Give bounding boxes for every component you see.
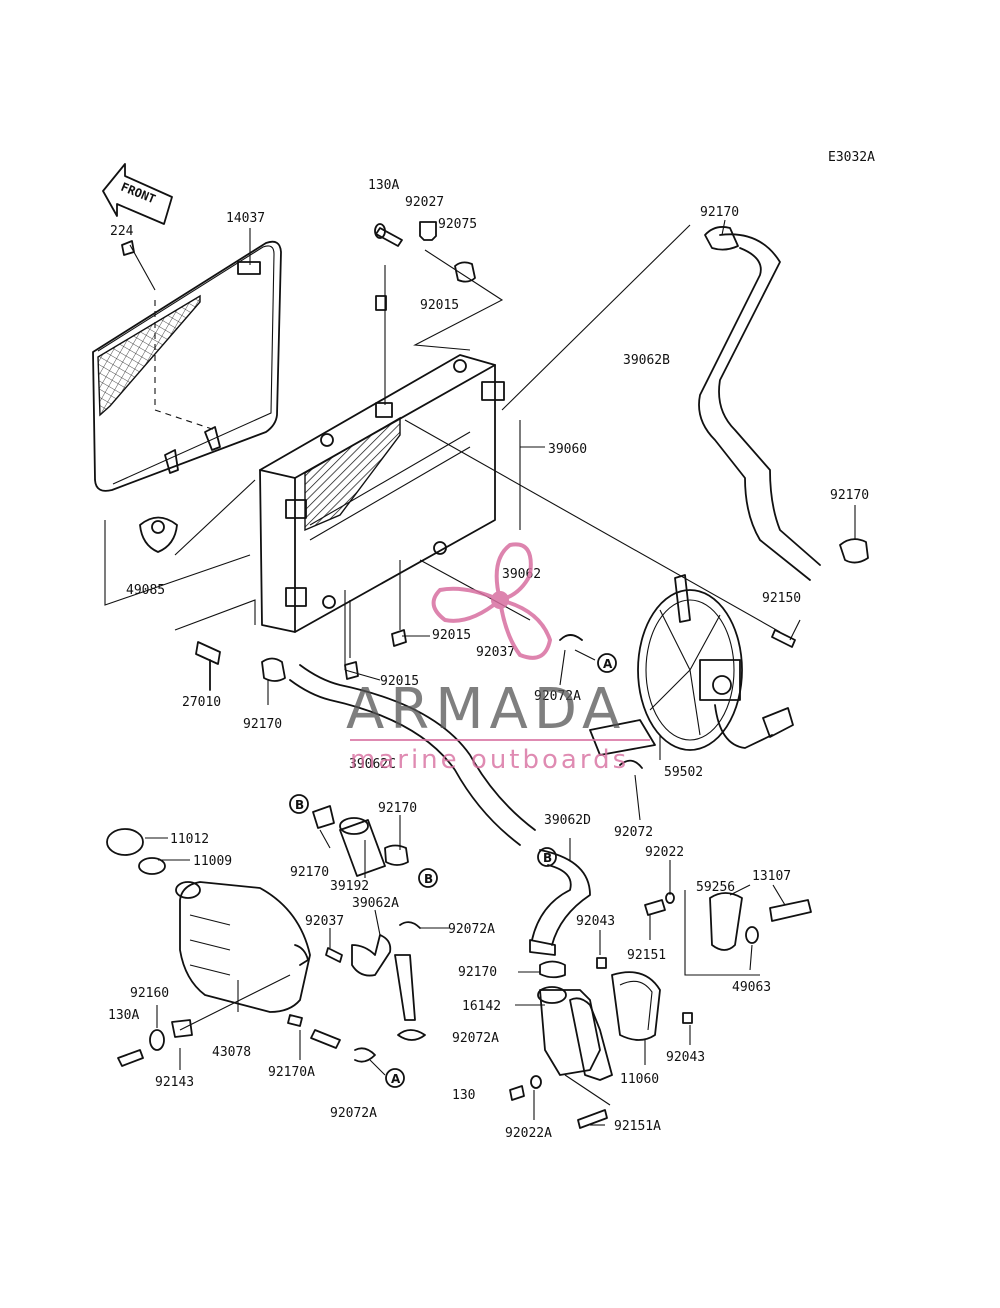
part-label-130a: 130A	[368, 178, 399, 193]
water-pump	[509, 892, 812, 1129]
part-label-92022a: 92022A	[505, 1126, 552, 1141]
part-label-92150: 92150	[762, 591, 801, 606]
part-label-27010: 27010	[182, 695, 221, 710]
part-labels: 130A 92027 92075 14037 224 92015 92170 3…	[108, 178, 869, 1141]
part-label-92072a: 92072A	[330, 1106, 377, 1121]
part-label-92043: 92043	[576, 914, 615, 929]
part-label-92170a: 92170A	[268, 1065, 315, 1080]
part-label-92015: 92015	[432, 628, 471, 643]
part-label-224: 224	[110, 224, 134, 239]
tank-fasteners	[117, 1019, 193, 1067]
part-label-92072a: 92072A	[448, 922, 495, 937]
upper-hose-39062B	[698, 226, 869, 581]
part-label-14037: 14037	[226, 211, 265, 226]
connector-b-mid: B	[537, 847, 557, 867]
radiator-core	[259, 354, 505, 633]
cooling-fan-assembly	[589, 574, 796, 756]
part-label-39062d: 39062D	[544, 813, 591, 828]
connector-a-lower: A	[385, 1068, 405, 1088]
part-label-92170: 92170	[830, 488, 869, 503]
watermark-tagline: marine outboards	[350, 745, 629, 775]
part-label-39062b: 39062B	[623, 353, 670, 368]
part-label-11012: 11012	[170, 832, 209, 847]
propeller-logo-icon	[431, 542, 553, 660]
connector-b-upper: B	[289, 794, 309, 814]
connector-a-upper: A	[597, 653, 617, 673]
watermark: ARMADA marine outboards	[346, 542, 650, 775]
part-label-92027: 92027	[405, 195, 444, 210]
clamps	[344, 629, 643, 769]
part-label-39062: 39062	[502, 567, 541, 582]
part-label-92075: 92075	[438, 217, 477, 232]
reserve-tank	[106, 828, 311, 1013]
part-label-39060: 39060	[548, 442, 587, 457]
part-label-59502: 59502	[664, 765, 703, 780]
hose-39062D	[529, 849, 591, 979]
temperature-switch	[195, 641, 221, 691]
part-label-92160: 92160	[130, 986, 169, 1001]
part-label-16142: 16142	[462, 999, 501, 1014]
lower-leader-lines	[145, 219, 856, 1126]
lower-hose-39062C	[261, 657, 536, 846]
part-label-92037: 92037	[305, 914, 344, 929]
front-label: FRONT	[119, 180, 158, 207]
part-label-92015: 92015	[380, 674, 419, 689]
part-label-59256: 59256	[696, 880, 735, 895]
front-arrow-icon: FRONT	[102, 163, 173, 225]
connector-b-right: B	[418, 868, 438, 888]
part-label-92143: 92143	[155, 1075, 194, 1090]
part-label-39062c: 39062C	[349, 757, 396, 772]
part-label-39192: 39192	[330, 879, 369, 894]
part-label-49063: 49063	[732, 980, 771, 995]
part-label-49085: 49085	[126, 583, 165, 598]
part-label-92043: 92043	[666, 1050, 705, 1065]
radiator-cap	[139, 516, 178, 553]
radiator-screen	[92, 240, 282, 492]
part-label-92151: 92151	[627, 948, 666, 963]
svg-text:B: B	[295, 798, 304, 812]
part-label-92072: 92072	[614, 825, 653, 840]
part-label-92170: 92170	[290, 865, 329, 880]
part-label-92072a: 92072A	[534, 689, 581, 704]
part-label-11060: 11060	[620, 1072, 659, 1087]
part-label-39062a: 39062A	[352, 896, 399, 911]
part-label-92170: 92170	[378, 801, 417, 816]
part-label-92037: 92037	[476, 645, 515, 660]
svg-text:A: A	[391, 1072, 401, 1086]
svg-text:B: B	[424, 872, 433, 886]
part-label-130: 130	[452, 1088, 475, 1103]
watermark-brand: ARMADA	[346, 677, 626, 742]
leader-lines	[104, 224, 781, 681]
thermostat-fittings	[287, 805, 426, 1063]
part-label-130a: 130A	[108, 1008, 139, 1023]
part-label-92170: 92170	[243, 717, 282, 732]
part-label-92151a: 92151A	[614, 1119, 661, 1134]
diagram-code: E3032A	[828, 150, 875, 165]
part-label-92170: 92170	[458, 965, 497, 980]
svg-text:B: B	[543, 851, 552, 865]
part-label-43078: 43078	[212, 1045, 251, 1060]
part-label-92022: 92022	[645, 845, 684, 860]
top-fasteners	[121, 221, 476, 311]
part-label-92072a: 92072A	[452, 1031, 499, 1046]
part-label-92170: 92170	[700, 205, 739, 220]
part-label-92015: 92015	[420, 298, 459, 313]
part-label-13107: 13107	[752, 869, 791, 884]
part-label-11009: 11009	[193, 854, 232, 869]
svg-text:A: A	[603, 657, 613, 671]
